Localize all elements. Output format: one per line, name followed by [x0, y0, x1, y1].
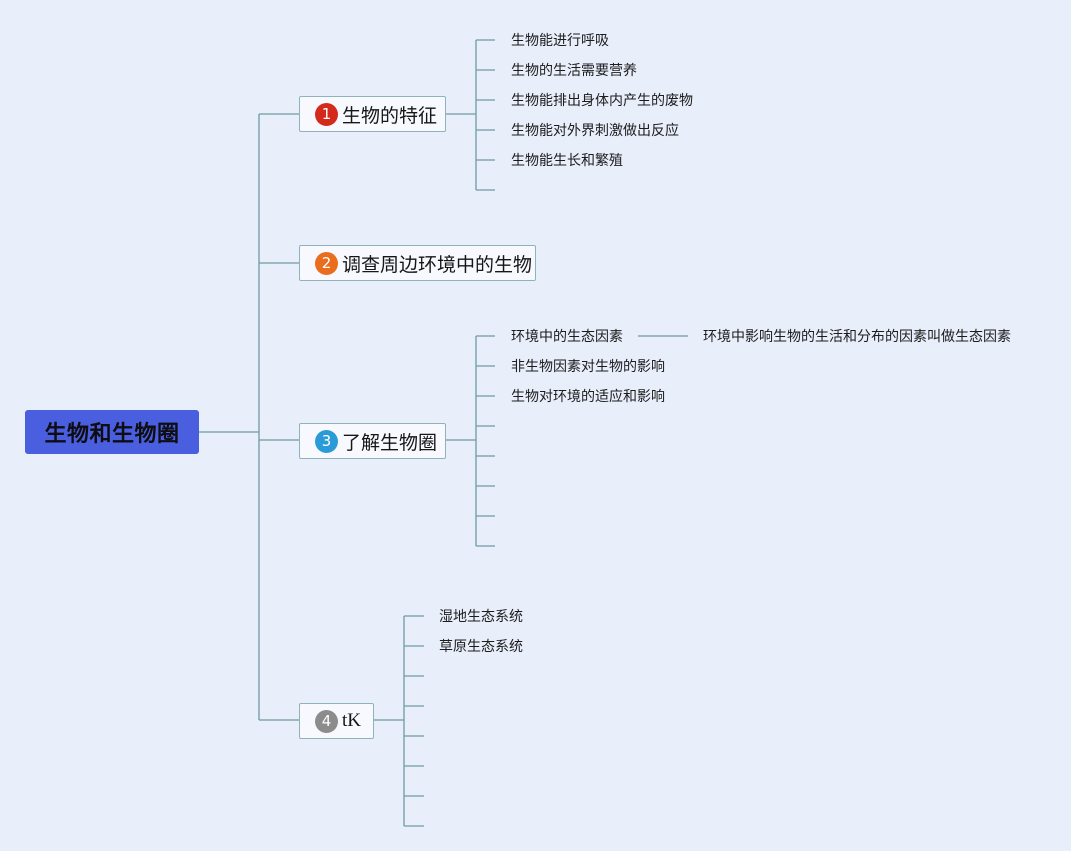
subtopic[interactable]: 湿地生态系统	[439, 609, 523, 625]
root-topic-label: 生物和生物圈	[44, 422, 180, 447]
branch-topic-2[interactable]: 2 调查周边环境中的生物	[299, 245, 536, 281]
sub-subtopic[interactable]: 环境中影响生物的生活和分布的因素叫做生态因素	[703, 329, 1011, 345]
branch-topic-1[interactable]: 1 生物的特征	[299, 96, 446, 132]
branch-topic-label: 生物的特征	[342, 104, 438, 127]
root-topic[interactable]: 生物和生物圈	[25, 410, 199, 454]
number-2-marker-icon: 2	[315, 251, 338, 275]
number-1-marker-icon: 1	[315, 102, 338, 126]
subtopic[interactable]: 生物对环境的适应和影响	[511, 389, 665, 405]
branch-topic-label: tK	[342, 710, 361, 731]
subtopic[interactable]: 环境中的生态因素	[511, 329, 623, 345]
number-4-marker-icon: 4	[315, 709, 338, 733]
branch-topic-4[interactable]: 4 tK	[299, 703, 374, 739]
subtopic[interactable]: 生物能进行呼吸	[511, 33, 609, 49]
subtopic[interactable]: 非生物因素对生物的影响	[511, 359, 665, 375]
branch-topic-label: 调查周边环境中的生物	[342, 253, 533, 276]
subtopic[interactable]: 草原生态系统	[439, 639, 523, 655]
subtopic[interactable]: 生物能排出身体内产生的废物	[511, 93, 693, 109]
number-3-marker-icon: 3	[315, 429, 338, 453]
branch-topic-3[interactable]: 3 了解生物圈	[299, 423, 446, 459]
subtopic[interactable]: 生物的生活需要营养	[511, 63, 637, 79]
branch-topic-label: 了解生物圈	[342, 431, 438, 454]
subtopic[interactable]: 生物能对外界刺激做出反应	[511, 123, 679, 139]
subtopic[interactable]: 生物能生长和繁殖	[511, 153, 623, 169]
